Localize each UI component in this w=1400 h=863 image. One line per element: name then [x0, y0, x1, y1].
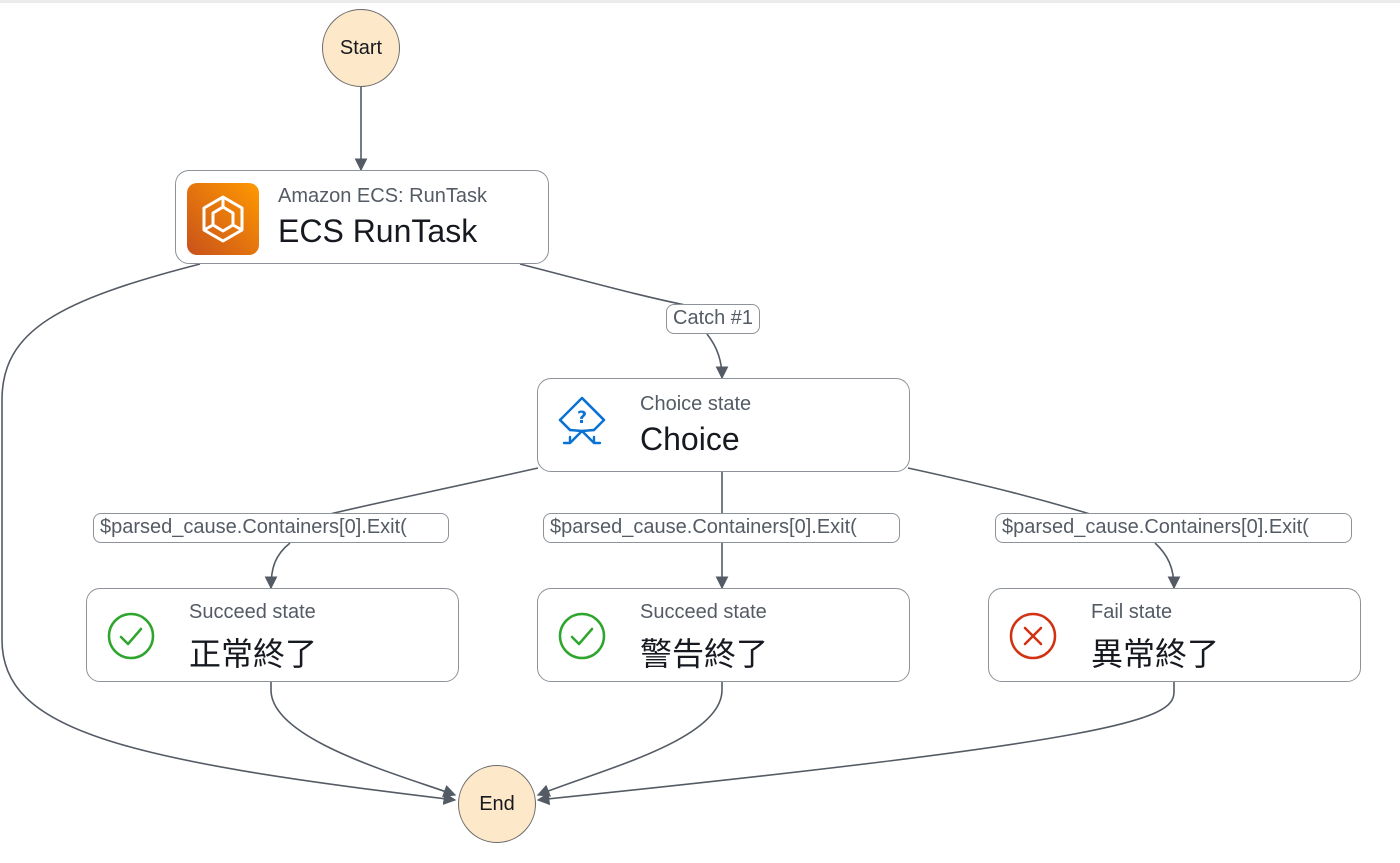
state-type-label: Amazon ECS: RunTask — [278, 185, 487, 207]
state-type-label: Choice state — [640, 393, 752, 415]
check-circle-icon — [107, 612, 155, 665]
svg-text:?: ? — [577, 408, 587, 428]
edge-label-choice-rule-1[interactable]: $parsed_cause.Containers[0].Exit( — [93, 513, 449, 543]
canvas-top-border — [0, 0, 1400, 3]
state-ecs-runtask[interactable]: Amazon ECS: RunTask ECS RunTask — [175, 170, 549, 264]
edge-abnormal-to-end — [536, 681, 1175, 806]
state-title: ECS RunTask — [278, 213, 478, 249]
ecs-service-icon — [187, 183, 259, 260]
state-title: 正常終了 — [189, 636, 318, 672]
state-type-label: Succeed state — [640, 601, 767, 623]
start-node[interactable]: Start — [322, 9, 400, 87]
edge-rule-1-to-normal — [264, 542, 291, 590]
edge-catch-label-to-choice — [706, 333, 729, 380]
end-label: End — [479, 792, 515, 815]
state-title: 警告終了 — [640, 636, 769, 672]
edge-rule-3-to-abnormal — [1154, 542, 1181, 590]
edge-warning-to-end — [536, 681, 723, 797]
edge-ecs-to-end — [1, 263, 457, 805]
x-circle-icon — [1009, 612, 1057, 665]
state-choice[interactable]: ? Choice state Choice — [537, 378, 910, 472]
check-circle-icon — [558, 612, 606, 665]
edge-label-catch[interactable]: Catch #1 — [666, 304, 761, 334]
edge-ecs-to-catch-label — [519, 263, 691, 307]
state-fail-abnormal[interactable]: Fail state 異常終了 — [988, 588, 1361, 682]
end-node[interactable]: End — [458, 765, 536, 843]
state-type-label: Succeed state — [189, 601, 316, 623]
state-type-label: Fail state — [1091, 601, 1173, 623]
edge-label-choice-rule-3[interactable]: $parsed_cause.Containers[0].Exit( — [995, 513, 1352, 543]
edge-choice-to-rule-1 — [329, 467, 539, 515]
state-succeed-normal[interactable]: Succeed state 正常終了 — [86, 588, 459, 682]
edge-label-choice-rule-2[interactable]: $parsed_cause.Containers[0].Exit( — [543, 513, 900, 543]
edge-choice-to-rule-3 — [907, 467, 1091, 515]
start-label: Start — [339, 36, 383, 59]
state-title: 異常終了 — [1091, 636, 1220, 672]
choice-diamond-icon: ? — [554, 395, 610, 460]
edge-normal-to-end — [270, 681, 457, 798]
state-succeed-warning[interactable]: Succeed state 警告終了 — [537, 588, 910, 682]
state-title: Choice — [640, 421, 740, 457]
